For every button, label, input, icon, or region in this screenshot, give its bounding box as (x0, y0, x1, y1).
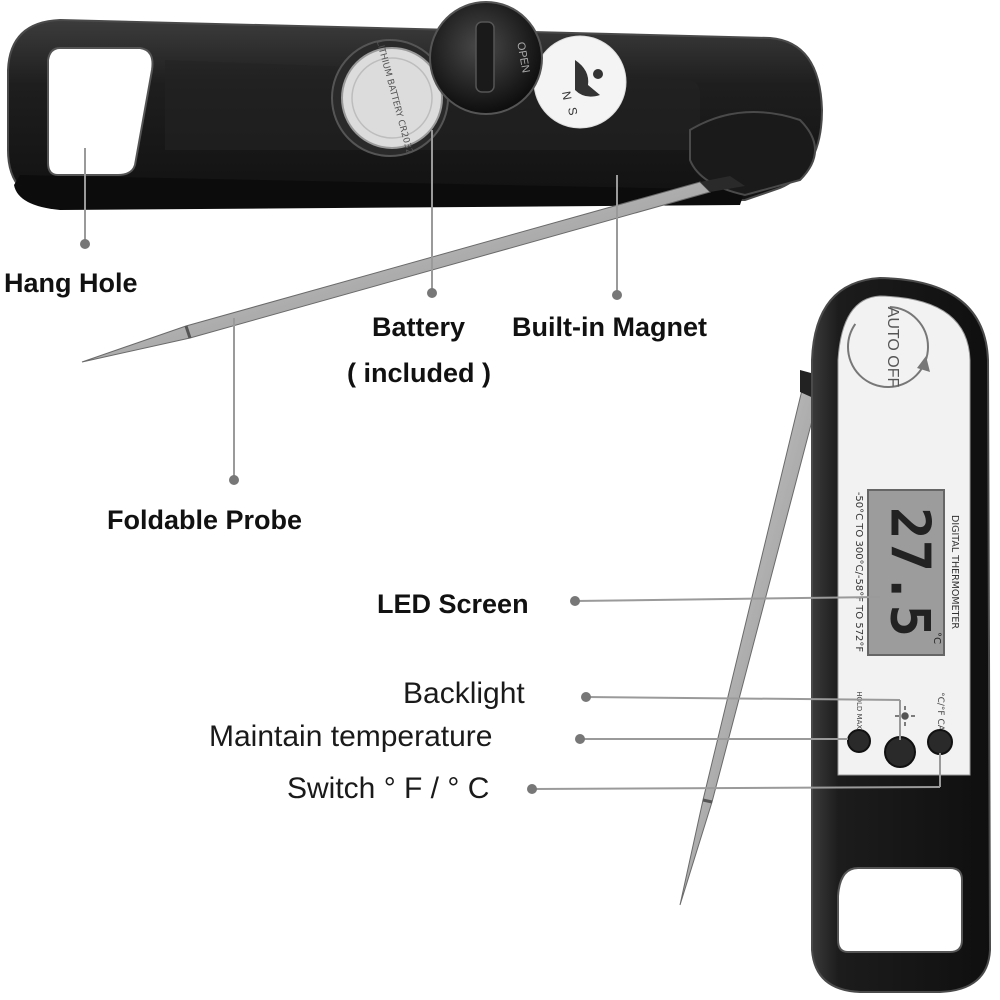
hold-label: HOLD MAX MIN (855, 691, 863, 744)
label-switch-units: Switch ° F / ° C (287, 772, 490, 805)
battery-cover-text: OPEN (514, 41, 531, 74)
label-led-screen: LED Screen (377, 589, 529, 619)
range-text: -50°C TO 300°C/-58°F TO 572°F (853, 492, 864, 653)
unit-switch-button[interactable] (927, 729, 953, 755)
magnet-n-text: N (559, 90, 574, 101)
label-backlight: Backlight (403, 677, 525, 710)
lcd-reading: 27.5 (878, 507, 941, 637)
cal-label: °C/°F CAL (935, 692, 945, 736)
brand-text: DIGITAL THERMOMETER (949, 515, 960, 629)
side-probe (679, 389, 819, 906)
backlight-glyph-icon (895, 706, 915, 726)
leader-lines (80, 130, 941, 794)
label-foldable-probe: Foldable Probe (107, 505, 303, 535)
label-hang-hole: Hang Hole (4, 268, 138, 298)
probe-hinge (689, 111, 816, 197)
top-thermometer: LITHIUM BATTERY CR2032 N S OPEN (7, 1, 824, 363)
backlight-button[interactable] (884, 736, 916, 768)
hold-button[interactable] (847, 729, 871, 753)
magnet-s-text: S (565, 106, 580, 116)
top-probe (81, 181, 711, 363)
hang-hole (47, 47, 154, 176)
lcd-unit: °C (931, 632, 942, 644)
battery-cell (341, 47, 443, 149)
lcd-screen (867, 489, 945, 656)
label-battery: Battery (372, 312, 466, 342)
side-hang-hole (837, 867, 963, 953)
label-maintain-temperature: Maintain temperature (209, 720, 493, 753)
auto-off-text: AUTO OFF (884, 307, 901, 388)
side-thermometer: AUTO OFF -50°C TO 300°C/-58°F TO 572°F D… (679, 276, 992, 993)
label-battery-included: ( included ) (347, 358, 491, 388)
label-built-in-magnet: Built-in Magnet (512, 312, 707, 342)
